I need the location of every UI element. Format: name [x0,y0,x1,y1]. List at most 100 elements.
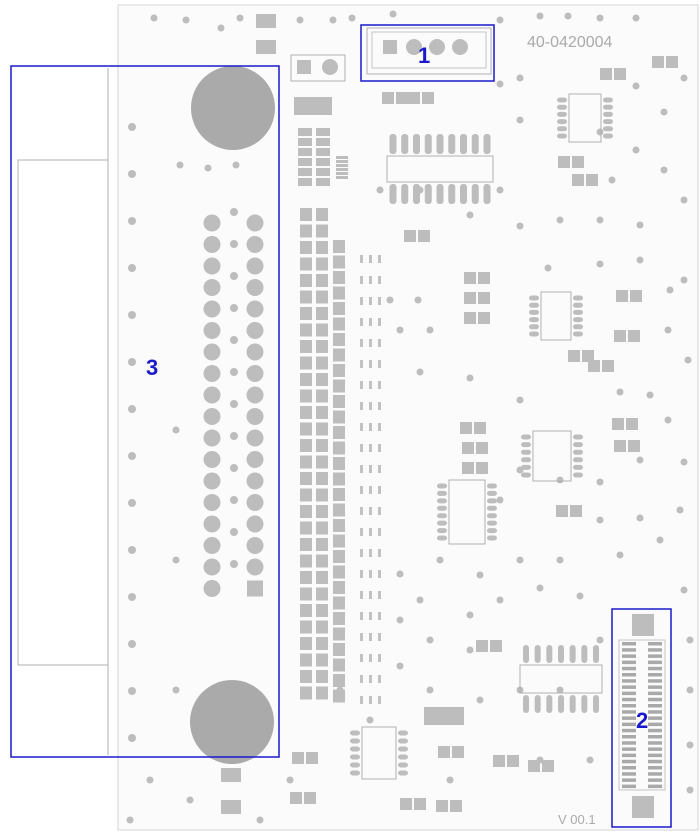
via [680,586,688,594]
smd-pad [300,257,312,271]
ic-pin [350,762,360,768]
smd-pad [300,554,312,568]
pin [246,343,264,361]
fpc-pin [622,728,636,733]
via [128,123,136,131]
fpc-pin [622,654,636,658]
smd-pad [316,307,328,320]
smd-pad [333,627,345,641]
label-mark [369,654,372,662]
via [666,286,674,294]
via [496,496,504,504]
ic-pin [529,331,539,337]
smd-pad [572,174,584,186]
smd-pad [333,426,345,439]
via [230,240,238,248]
smd-pad [336,168,348,171]
smd-pad [316,554,328,568]
pin-square [247,580,263,597]
via [596,216,604,224]
ic-pin [573,449,583,455]
ic-pin [401,184,409,204]
ic-body [568,93,602,143]
via [476,571,484,579]
fpc-pin [648,642,662,646]
ic-pin [487,483,497,489]
smd-pad [300,620,312,634]
fpc-pin [648,753,662,758]
ic-pin [521,442,531,448]
via [172,686,180,694]
via [128,358,136,366]
via [329,16,337,24]
label-mark [378,339,381,347]
fpc-pin [622,747,636,751]
smd-pad [628,440,640,452]
fpc-pin [648,759,662,764]
via [230,528,238,536]
ic-pin [534,645,541,663]
fpc-pin [648,772,662,776]
via [596,14,604,22]
ic-pin [581,695,588,713]
smd-pad [300,406,312,419]
via [426,326,434,334]
smd-pad [408,92,420,104]
pin [246,322,264,339]
ic-pin [436,184,444,204]
ic-pin [523,695,529,713]
label-mark [378,675,381,683]
ic-pin [573,331,583,337]
via [128,687,136,695]
ic-pin [437,483,447,489]
label-mark [369,549,372,557]
via [230,304,238,312]
smd-pad [333,410,345,424]
via [680,276,688,284]
via [632,146,640,154]
via [636,256,644,264]
smd-pad [333,333,345,346]
smd-pad [336,156,348,159]
ic-pin [350,770,360,776]
fpc-pin [648,691,662,696]
smd-pad [396,92,408,104]
via [556,556,564,564]
fpc-pin [648,784,662,789]
smd-pad [333,286,345,300]
via [516,116,524,124]
ic-pin [573,302,583,308]
label-mark [369,675,372,683]
board-version: V 00.1 [558,812,596,827]
smd-pad [300,323,312,337]
label-mark [369,465,372,473]
pin [203,429,221,447]
smd-pad [300,356,312,370]
via [416,596,424,604]
smd-pad [336,172,348,175]
label-mark [378,255,381,263]
smd-pad [404,230,416,242]
smd-pad [316,422,328,436]
via [686,636,694,644]
smd-pad [300,521,312,535]
ic-pin [529,317,539,323]
smd-pad [630,290,642,302]
via [660,108,668,116]
smd-pad [333,565,345,579]
ic-pin [573,442,583,448]
label-mark [360,444,363,452]
ic-pin [557,119,567,125]
diode [424,707,464,725]
smd-pad [316,290,328,304]
smd-pad [316,241,328,254]
ic-footprints [290,56,678,812]
smd-pad [316,505,328,518]
pin [203,279,221,296]
pin [203,472,221,490]
ic-body [519,664,603,694]
pin [246,408,264,425]
callout-3-label: 3 [146,355,158,380]
label-mark [360,360,363,368]
